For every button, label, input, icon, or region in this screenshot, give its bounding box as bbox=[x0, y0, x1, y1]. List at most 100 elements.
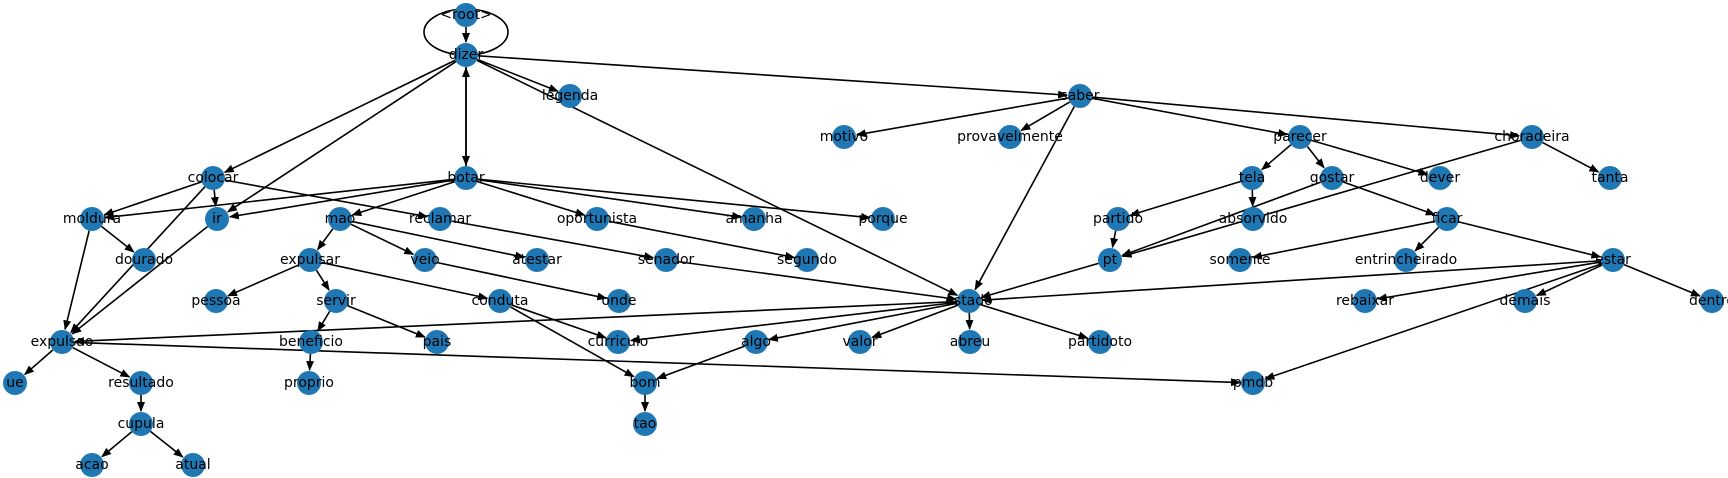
node-label-colocar: colocar bbox=[188, 170, 239, 186]
edge-botar-moldura bbox=[103, 178, 455, 221]
node-valor bbox=[848, 330, 872, 354]
edge-reclamar-senador bbox=[451, 220, 655, 261]
node-label-pais: pais bbox=[423, 334, 452, 350]
node-ue bbox=[3, 371, 27, 395]
node-label-ir: ir bbox=[212, 211, 222, 227]
node-rebaixar bbox=[1353, 289, 1377, 313]
edge-colocar-reclamar bbox=[224, 179, 429, 220]
node-label-saber: saber bbox=[1060, 88, 1099, 104]
node-label-moldura: moldura bbox=[63, 211, 121, 227]
node-proprio bbox=[297, 371, 321, 395]
node-label-pmdb: pmdb bbox=[1233, 375, 1273, 391]
edge-estar-rebaixar bbox=[1376, 261, 1602, 302]
edge-partido-pt bbox=[1110, 230, 1119, 249]
edge-parecer-dever bbox=[1311, 139, 1429, 176]
node-label-proprio: proprio bbox=[284, 375, 334, 391]
node-label-atual: atual bbox=[175, 457, 210, 473]
node-label-dizer: dizer bbox=[449, 47, 484, 63]
edge-parecer-gostar bbox=[1306, 145, 1325, 169]
node-label-estar: estar bbox=[1595, 252, 1631, 268]
node-label-tanta: tanta bbox=[1591, 170, 1628, 186]
node-resultado bbox=[129, 371, 153, 395]
node-pmdb bbox=[1241, 371, 1265, 395]
edge-parecer-tela bbox=[1261, 144, 1292, 171]
edge-choradeira-pt bbox=[1121, 139, 1521, 258]
edge-saber-motivo bbox=[855, 97, 1069, 138]
node-estado bbox=[957, 289, 981, 313]
edge-mao-expulsar bbox=[317, 228, 334, 251]
node-tanta bbox=[1598, 166, 1622, 190]
node-label-curriculo: curriculo bbox=[588, 334, 649, 350]
edge-mao-veio bbox=[350, 223, 415, 256]
edge-servir-pais bbox=[346, 304, 426, 338]
edge-pt-estado bbox=[980, 262, 1099, 299]
node-label-cupula: cupula bbox=[118, 416, 165, 432]
node-label-abreu: abreu bbox=[950, 334, 990, 350]
edge-senador-estado bbox=[677, 260, 958, 303]
node-cupula bbox=[129, 412, 153, 436]
edge-dizer-legenda bbox=[476, 58, 559, 92]
node-label-partido: partido bbox=[1093, 211, 1143, 227]
node-estar bbox=[1601, 248, 1625, 272]
node-porque bbox=[871, 207, 895, 231]
edge-oportunista-segundo bbox=[608, 220, 796, 260]
edge-estar-pmdb bbox=[1264, 263, 1602, 380]
node-label-rebaixar: rebaixar bbox=[1336, 293, 1394, 309]
node-conduta bbox=[488, 289, 512, 313]
edge-algo-bom bbox=[656, 345, 746, 380]
node-label-resultado: resultado bbox=[108, 375, 174, 391]
node-label-algo: algo bbox=[741, 334, 771, 350]
node-gostar bbox=[1320, 166, 1344, 190]
edge-estar-estado bbox=[980, 259, 1602, 304]
node-expulsar bbox=[298, 248, 322, 272]
node-pessoa bbox=[204, 289, 228, 313]
edge-dizer-saber bbox=[477, 55, 1069, 99]
node-atestar bbox=[525, 248, 549, 272]
edge-estado-algo bbox=[767, 302, 958, 342]
edge-estado-partidoto bbox=[980, 303, 1089, 340]
node-label-absorvido: absorvido bbox=[1219, 211, 1288, 227]
edge-moldura-dourado bbox=[100, 225, 135, 253]
node-bom bbox=[633, 371, 657, 395]
node-expulsao bbox=[50, 330, 74, 354]
node-label-tao: tao bbox=[634, 416, 657, 432]
node-parecer bbox=[1288, 125, 1312, 149]
edge-saber-choradeira bbox=[1091, 96, 1521, 139]
edge-gostar-ficar bbox=[1343, 181, 1436, 216]
node-somente bbox=[1228, 248, 1252, 272]
node-label-reclamar: reclamar bbox=[409, 211, 471, 227]
node-label-ue: ue bbox=[6, 375, 24, 391]
node-absorvido bbox=[1241, 207, 1265, 231]
edges bbox=[24, 8, 1701, 458]
node-label-dentro: dentro bbox=[1689, 293, 1728, 309]
node-label-dever: dever bbox=[1420, 170, 1460, 186]
node-moldura bbox=[80, 207, 104, 231]
node-label-demais: demais bbox=[1500, 293, 1551, 309]
edge-conduta-curriculo bbox=[511, 304, 607, 339]
edge-cupula-atual bbox=[149, 430, 184, 458]
node-label-segundo: segundo bbox=[777, 252, 837, 268]
edge-botar-porque bbox=[477, 178, 872, 221]
edge-estado-valor bbox=[871, 304, 959, 339]
edge-tela-partido bbox=[1129, 180, 1241, 217]
node-label-gostar: gostar bbox=[1310, 170, 1355, 186]
node-amanha bbox=[742, 207, 766, 231]
node-label-amanha: amanha bbox=[725, 211, 782, 227]
node-segundo bbox=[795, 248, 819, 272]
edge-expulsao-resultado bbox=[72, 346, 131, 378]
node-label-porque: porque bbox=[858, 211, 907, 227]
node-label-mao: mao bbox=[325, 211, 356, 227]
edge-moldura-expulsao bbox=[63, 230, 90, 331]
node-root bbox=[454, 3, 478, 27]
node-label-motivo: motivo bbox=[820, 129, 868, 145]
node-label-dourado: dourado bbox=[115, 252, 173, 268]
node-label-conduta: conduta bbox=[472, 293, 529, 309]
node-abreu bbox=[958, 330, 982, 354]
edge-colocar-moldura bbox=[103, 181, 202, 216]
node-label-servir: servir bbox=[316, 293, 356, 309]
edge-beneficio-proprio bbox=[306, 353, 315, 372]
edge-cupula-acao bbox=[101, 431, 133, 458]
node-label-botar: botar bbox=[447, 170, 485, 186]
edge-colocar-ir bbox=[210, 189, 219, 208]
